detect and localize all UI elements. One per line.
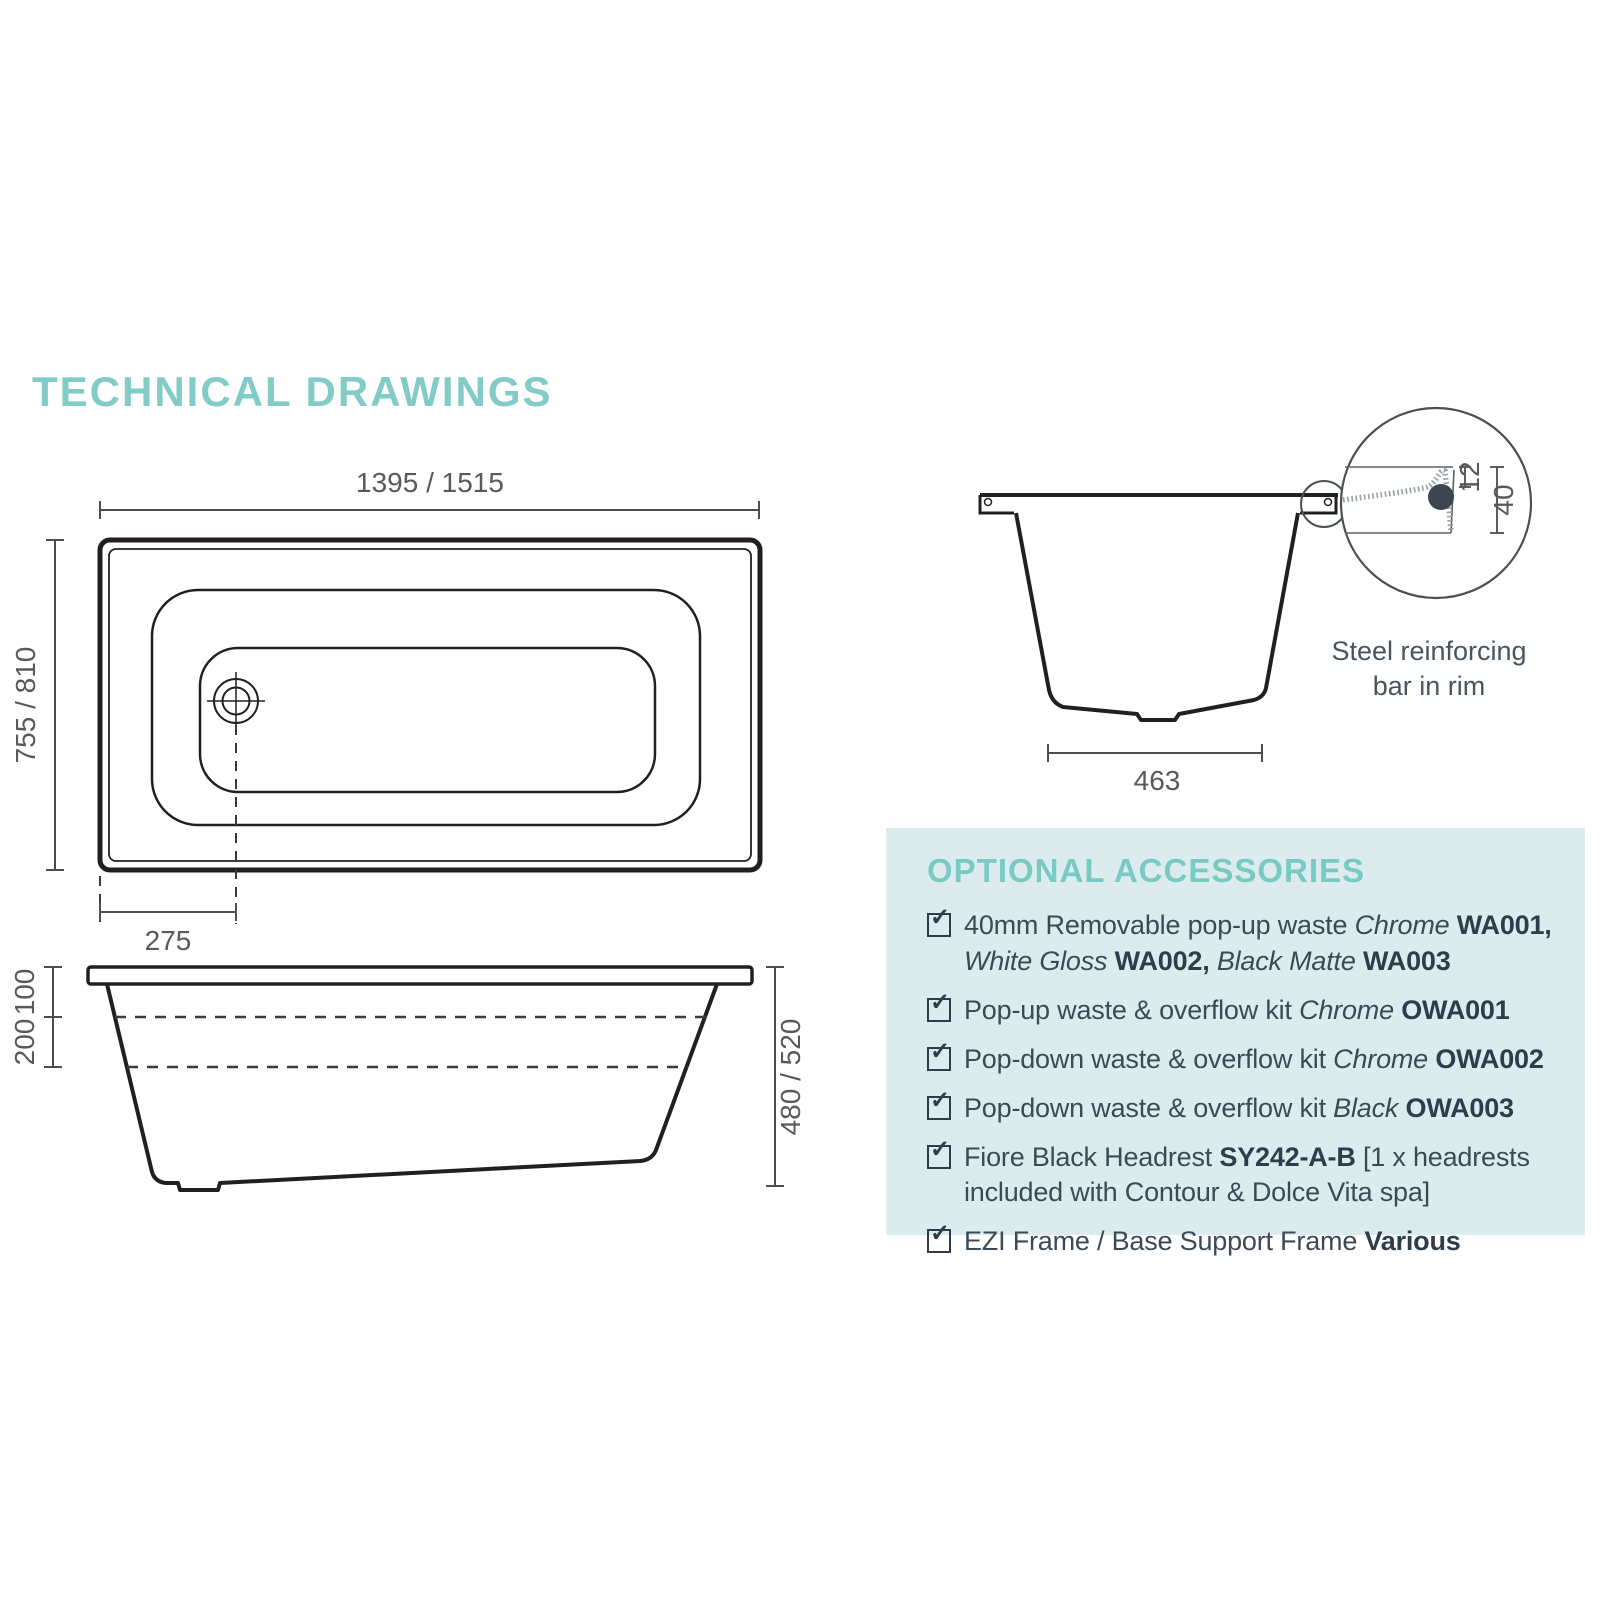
detail-height-label: 40 <box>1488 484 1519 515</box>
side-waterline-dashes <box>115 1015 706 1069</box>
section-base-dimension <box>1047 744 1263 762</box>
detail-caption-line2: bar in rim <box>1373 671 1486 701</box>
accessory-item-text: EZI Frame / Base Support Frame Various <box>964 1226 1461 1257</box>
accessories-heading: OPTIONAL ACCESSORIES <box>927 852 1366 889</box>
accessory-item-text: Pop-down waste & overflow kit Chrome OWA… <box>964 1043 1544 1074</box>
side-view-drawing: 100 200 480 / 520 <box>9 965 806 1192</box>
accessory-item: ✓ Pop-up waste & overflow kit Chrome OWA0… <box>927 990 1555 1029</box>
plan-height-dimension <box>46 539 64 871</box>
accessory-item-text: Fiore Black Headrest SY242-A-B [1 x head… <box>964 1141 1530 1208</box>
accessory-item: ✓ Pop-down waste & overflow kit Chrome OW… <box>927 1039 1555 1078</box>
plan-drain-offset-dimension <box>99 903 237 921</box>
steel-bar-hatch <box>1342 467 1454 531</box>
page-title: TECHNICAL DRAWINGS <box>32 368 553 415</box>
side-upper-depth-label: 100 <box>9 969 40 1016</box>
detail-step-dimension <box>1459 466 1471 488</box>
side-lower-depth-label: 200 <box>9 1019 40 1066</box>
steel-bar-dot <box>1428 484 1454 510</box>
plan-width-label: 1395 / 1515 <box>356 467 504 498</box>
accessory-item: ✓ Pop-down waste & overflow kit Black OWA… <box>927 1088 1555 1127</box>
checked-checkbox-icon[interactable]: ✓ <box>927 1137 951 1169</box>
section-tub-outline <box>1014 512 1300 722</box>
side-tub-outline <box>105 983 719 1192</box>
section-flanges <box>978 495 1338 515</box>
checked-checkbox-icon[interactable]: ✓ <box>927 1222 951 1254</box>
plan-height-label: 755 / 810 <box>10 647 41 764</box>
detail-caption-line1: Steel reinforcing <box>1331 636 1526 666</box>
plan-view-drawing: 1395 / 1515 755 / 810 <box>10 467 763 956</box>
plan-tub-outline <box>97 537 763 873</box>
side-depth-dimension <box>44 966 62 1068</box>
plan-drain-offset-label: 275 <box>145 925 192 956</box>
accessory-item-text: Pop-up waste & overflow kit Chrome OWA00… <box>964 994 1510 1025</box>
detail-rim-section <box>1342 466 1455 534</box>
optional-accessories-panel: OPTIONAL ACCESSORIES ✓ 40mm Removable pop… <box>886 828 1585 1256</box>
accessories-list: ✓ 40mm Removable pop-up waste Chrome WA00… <box>927 906 1555 1260</box>
side-rim-outline <box>86 965 754 986</box>
section-base-width-label: 463 <box>1134 765 1181 796</box>
checked-checkbox-icon[interactable]: ✓ <box>927 906 951 937</box>
checked-checkbox-icon[interactable]: ✓ <box>927 1088 951 1120</box>
drain-icon <box>207 672 265 730</box>
checked-checkbox-icon[interactable]: ✓ <box>927 1039 951 1071</box>
accessory-item: ✓ Fiore Black Headrest SY242-A-B [1 x hea… <box>927 1137 1555 1212</box>
accessory-item-text: Pop-down waste & overflow kit Black OWA0… <box>964 1092 1514 1123</box>
checked-checkbox-icon[interactable]: ✓ <box>927 990 951 1022</box>
accessory-item-text: 40mm Removable pop-up waste Chrome WA001… <box>964 910 1552 976</box>
plan-width-dimension <box>99 501 760 519</box>
side-height-dimension <box>766 966 784 1187</box>
accessory-item: ✓ EZI Frame / Base Support Frame Various <box>927 1222 1555 1260</box>
section-view-drawing: 463 12 40 Steel reinforcing bar in rim <box>978 406 1533 796</box>
side-height-label: 480 / 520 <box>775 1019 806 1136</box>
detail-height-dimension <box>1490 466 1504 534</box>
accessory-item: ✓ 40mm Removable pop-up waste Chrome WA00… <box>927 906 1555 980</box>
detail-step-label: 12 <box>1454 461 1485 492</box>
